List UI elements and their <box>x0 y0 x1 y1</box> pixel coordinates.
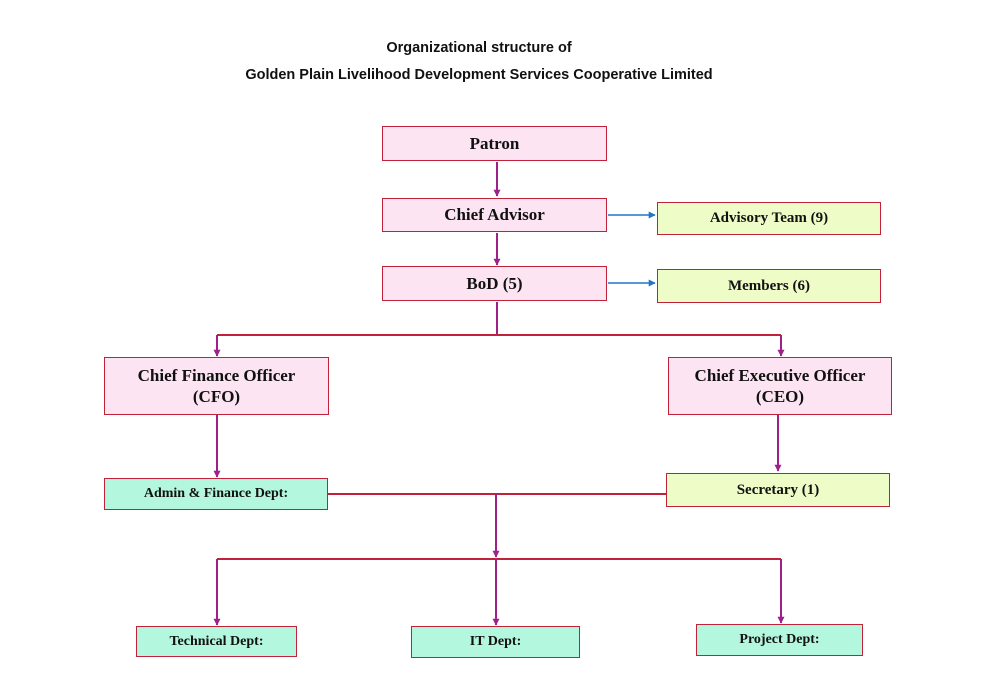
it-dept-box: IT Dept: <box>411 626 580 658</box>
advisory-team-label: Advisory Team (9) <box>709 210 829 227</box>
ceo-label-line2: (CEO) <box>755 387 805 406</box>
bod-label: BoD (5) <box>466 273 523 293</box>
advisory-team-box: Advisory Team (9) <box>657 202 881 235</box>
secretary-label: Secretary (1) <box>736 481 820 498</box>
admin-finance-dept-label: Admin & Finance Dept: <box>143 486 289 502</box>
project-dept-label: Project Dept: <box>739 632 820 648</box>
chief-advisor-label: Chief Advisor <box>444 205 545 225</box>
secretary-box: Secretary (1) <box>666 473 890 507</box>
project-dept-box: Project Dept: <box>696 624 863 656</box>
members-label: Members (6) <box>727 277 811 294</box>
members-box: Members (6) <box>657 269 881 303</box>
bod-box: BoD (5) <box>382 266 607 301</box>
ceo-label-line1: Chief Executive Officer <box>694 365 866 385</box>
cfo-label-line2: (CFO) <box>192 387 241 406</box>
diagram-title-line2: Golden Plain Livelihood Development Serv… <box>245 67 713 83</box>
patron-label: Patron <box>469 133 520 153</box>
technical-dept-box: Technical Dept: <box>136 626 297 657</box>
ceo-box: Chief Executive Officer (CEO) <box>668 357 892 415</box>
cfo-label-line1: Chief Finance Officer <box>137 365 296 385</box>
cfo-box: Chief Finance Officer (CFO) <box>104 357 329 415</box>
diagram-title-line1: Organizational structure of <box>386 40 572 56</box>
it-dept-label: IT Dept: <box>469 634 522 650</box>
admin-finance-dept-box: Admin & Finance Dept: <box>104 478 328 510</box>
patron-box: Patron <box>382 126 607 161</box>
technical-dept-label: Technical Dept: <box>169 633 264 649</box>
chief-advisor-box: Chief Advisor <box>382 198 607 232</box>
